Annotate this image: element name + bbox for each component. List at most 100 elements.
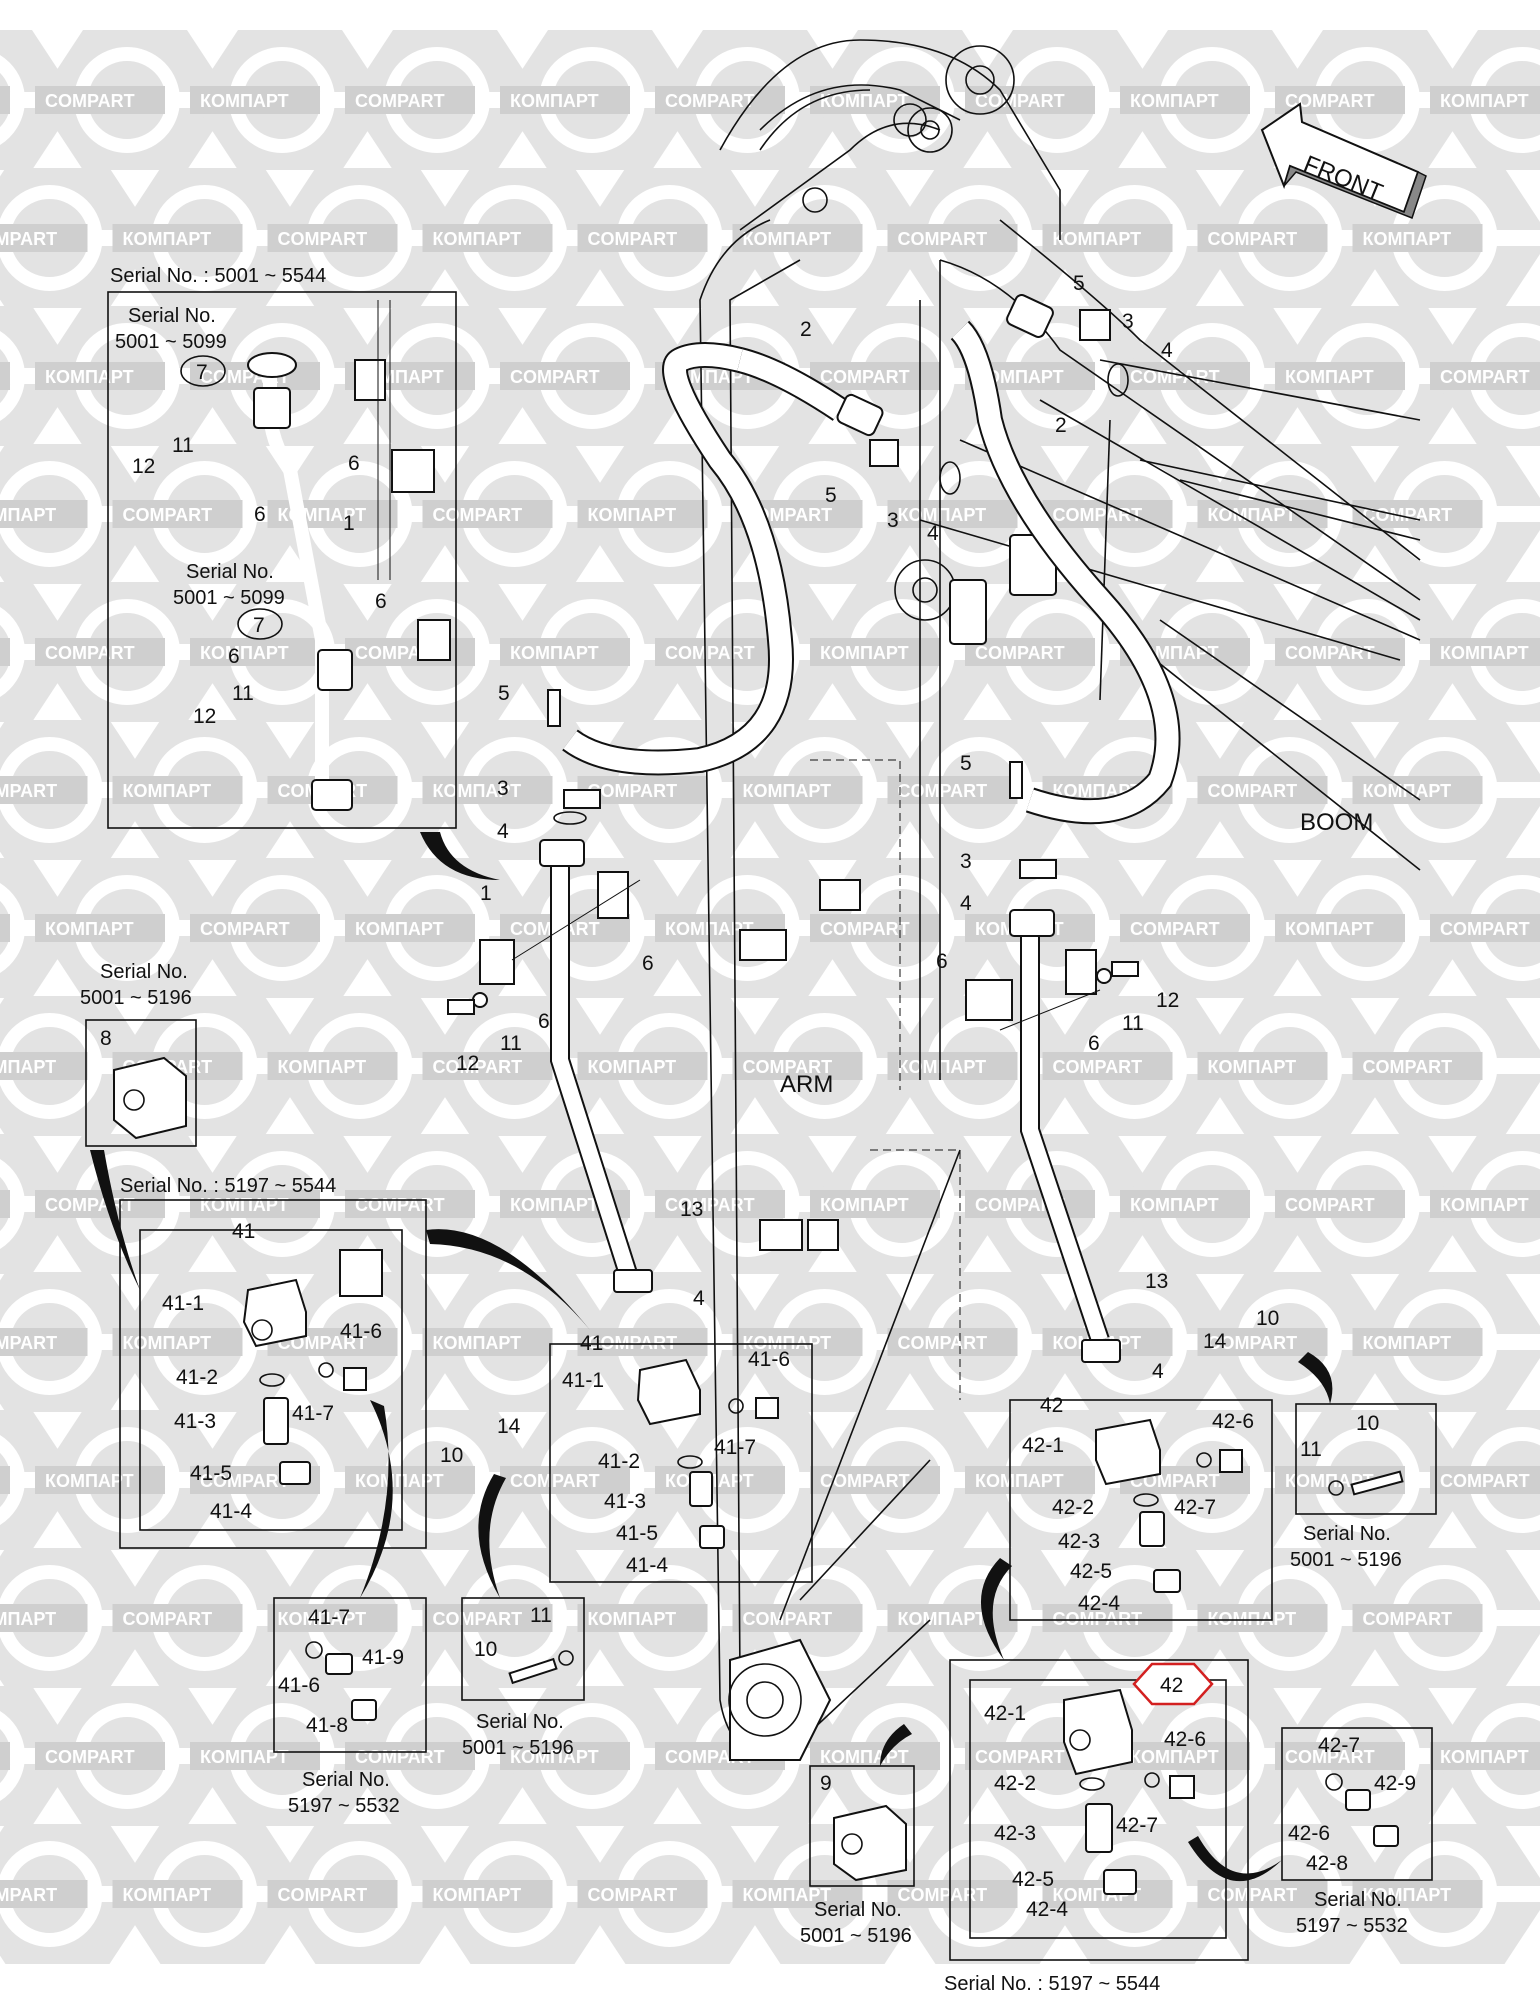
watermark-text: COMPART	[433, 505, 523, 525]
watermark-text: КОМПАРТ	[200, 643, 289, 663]
watermark-text: КОМПАРТ	[510, 1195, 599, 1215]
watermark-tile: КОМПАРТ	[345, 858, 543, 998]
watermark-tile: КОМПАРТ	[1275, 306, 1473, 446]
watermark-text: COMPART	[200, 1471, 290, 1491]
boom-label: BOOM	[1300, 809, 1373, 836]
watermark-tile: КОМПАРТ	[345, 1410, 543, 1550]
watermark-tile: КОМПАРТ	[423, 1272, 621, 1412]
watermark-tile: КОМПАРТ	[733, 1824, 931, 1964]
watermark-tile: COMPART	[733, 996, 931, 1136]
callout-41: 41	[580, 1332, 603, 1355]
callout-11: 11	[530, 1604, 552, 1627]
callout-12: 12	[132, 455, 155, 478]
callout-41-1: 41-1	[562, 1369, 604, 1392]
watermark-text: КОМПАРТ	[820, 1195, 909, 1215]
watermark-tile: COMPART	[113, 444, 311, 584]
callout-7: 7	[196, 361, 208, 384]
callout-42-8: 42-8	[1306, 1852, 1348, 1875]
watermark-text: COMPART	[665, 1195, 755, 1215]
callout-4: 4	[927, 522, 939, 545]
watermark-text: КОМПАРТ	[0, 1609, 56, 1629]
watermark-text: КОМПАРТ	[355, 1471, 444, 1491]
watermark-text: COMPART	[45, 643, 135, 663]
callout-41-1: 41-1	[162, 1292, 204, 1315]
callout-11: 11	[1122, 1012, 1144, 1035]
callout-6: 6	[936, 950, 948, 973]
inset-title: Serial No. : 5197 ~ 5544	[120, 1175, 336, 1197]
watermark-text: COMPART	[1053, 1057, 1143, 1077]
callout-42-5: 42-5	[1070, 1560, 1112, 1583]
watermark-text: COMPART	[200, 919, 290, 939]
inset-part-8: Serial No. 5001 ~ 5196 8	[80, 961, 197, 1147]
watermark-text: КОМПАРТ	[433, 781, 522, 801]
watermark-text: COMPART	[1053, 1609, 1143, 1629]
callout-13: 13	[1145, 1270, 1168, 1293]
inset-left-title: Serial No. : 5001 ~ 5544	[110, 265, 326, 287]
watermark-text: COMPART	[433, 1609, 523, 1629]
sn-text: Serial No.	[186, 561, 274, 583]
callout-11: 11	[1300, 1438, 1322, 1461]
watermark-tile: КОМПАРТ	[0, 444, 156, 584]
pipe-right	[1009, 909, 1121, 1363]
watermark-tile: COMPART	[1198, 168, 1396, 308]
watermark-text: COMPART	[1285, 1195, 1375, 1215]
watermark-tile: КОМПАРТ	[35, 306, 233, 446]
watermark-tile: КОМПАРТ	[113, 1272, 311, 1412]
watermark-text: КОМПАРТ	[1440, 643, 1529, 663]
watermark-text: КОМПАРТ	[588, 1609, 677, 1629]
callout-42-9: 42-9	[1374, 1772, 1416, 1795]
watermark-tile: КОМПАРТ	[1198, 1548, 1396, 1688]
watermark-text: КОМПАРТ	[123, 781, 212, 801]
callout-42-4: 42-4	[1026, 1898, 1068, 1921]
watermark-tile: COMPART	[500, 1410, 698, 1550]
watermark-text: COMPART	[0, 229, 57, 249]
watermark-text: COMPART	[123, 1609, 213, 1629]
watermark-text: COMPART	[588, 1885, 678, 1905]
watermark-text: КОМПАРТ	[278, 1057, 367, 1077]
watermark-text: КОМПАРТ	[433, 229, 522, 249]
watermark-tile: COMPART	[1120, 858, 1318, 998]
hose-2-left	[562, 342, 884, 776]
watermark-text: COMPART	[588, 229, 678, 249]
watermark-text: КОМПАРТ	[1440, 1195, 1529, 1215]
watermark-tile: COMPART	[35, 1686, 233, 1826]
watermark-tile: COMPART	[1353, 996, 1540, 1136]
watermark-tile: COMPART	[578, 720, 776, 860]
callout-4: 4	[693, 1287, 705, 1310]
watermark-text: COMPART	[1363, 1609, 1453, 1629]
callout-5: 5	[498, 682, 510, 705]
watermark-text: COMPART	[278, 229, 368, 249]
callout-3: 3	[960, 850, 972, 873]
watermark-text: COMPART	[1130, 919, 1220, 939]
callout-6: 6	[375, 590, 387, 613]
callout-42-7: 42-7	[1116, 1814, 1158, 1837]
inset-42-bottom: 42 42-1 42-6 42-2 42-7 42-3 42-5 42-4 Se…	[944, 1659, 1249, 1995]
watermark-tile: КОМПАРТ	[500, 1686, 698, 1826]
inset-10-11-left: 11 10 Serial No. 5001 ~ 5196	[461, 1597, 585, 1759]
watermark-text: COMPART	[1208, 229, 1298, 249]
watermark-text: COMPART	[820, 919, 910, 939]
watermark-text: КОМПАРТ	[1285, 919, 1374, 939]
callout-41-4: 41-4	[210, 1500, 252, 1523]
callout-4: 4	[1161, 339, 1173, 362]
callout-42-3: 42-3	[1058, 1530, 1100, 1553]
watermark-tile: COMPART	[1198, 720, 1396, 860]
watermark-text: КОМПАРТ	[1208, 1609, 1297, 1629]
watermark-text: КОМПАРТ	[510, 91, 599, 111]
watermark-tile: КОМПАРТ	[1120, 1134, 1318, 1274]
watermark-text: COMPART	[588, 1333, 678, 1353]
watermark-tile: COMPART	[0, 1272, 156, 1412]
watermark-tile: КОМПАРТ	[1120, 1686, 1318, 1826]
watermark-tile: КОМПАРТ	[1198, 996, 1396, 1136]
right-arm-callouts: 5 3 4 6 6 11 12 13 4 14 10	[936, 752, 1279, 1383]
callout-42-3: 42-3	[994, 1822, 1036, 1845]
watermark-text: КОМПАРТ	[1440, 91, 1529, 111]
watermark-tile: КОМПАРТ	[965, 1410, 1163, 1550]
watermark-text: COMPART	[898, 1885, 988, 1905]
watermark-text: COMPART	[1285, 1747, 1375, 1767]
callout-12: 12	[1156, 989, 1179, 1012]
watermark-tile: КОМПАРТ	[1043, 168, 1241, 308]
callout-10: 10	[1256, 1307, 1279, 1330]
watermark-text: КОМПАРТ	[433, 1885, 522, 1905]
